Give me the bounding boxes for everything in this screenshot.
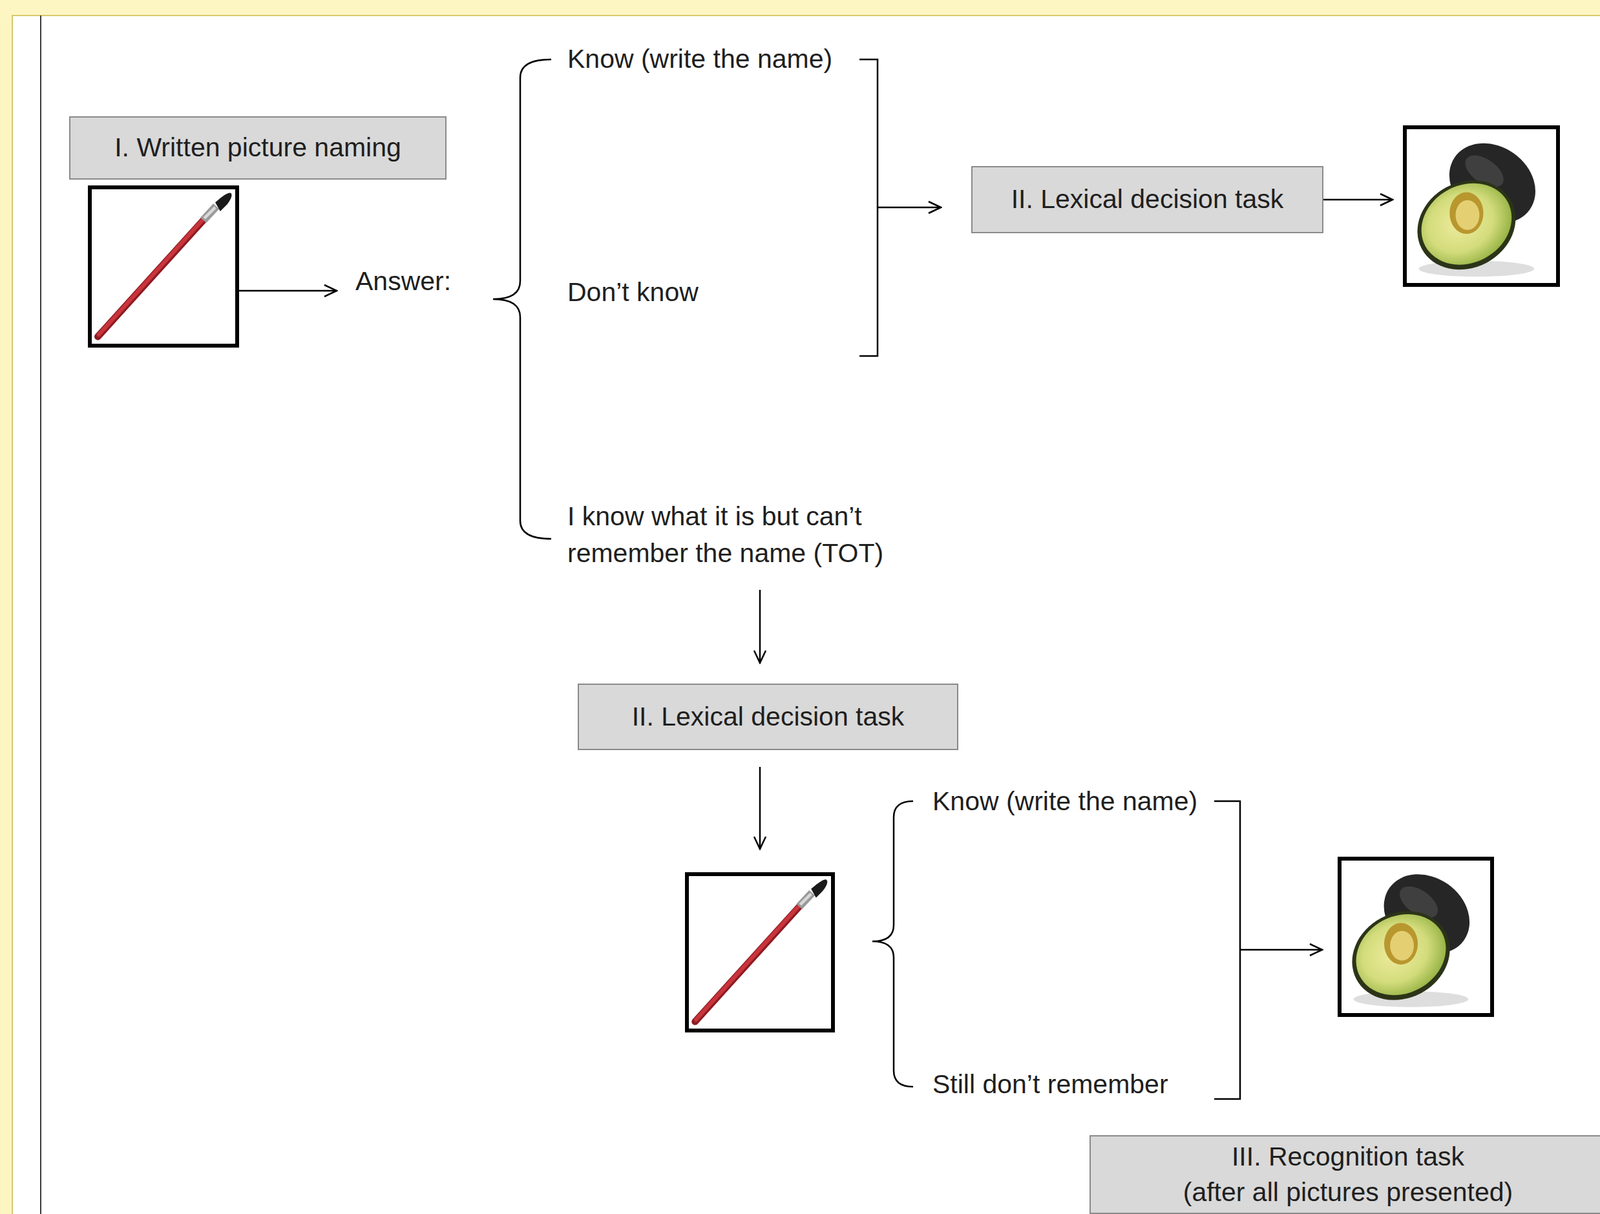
brush-picture <box>695 879 828 1022</box>
arrow <box>1240 949 1323 952</box>
brush-picture <box>97 193 232 338</box>
step-box: II. Lexical decision task <box>971 166 1324 234</box>
bracket <box>1214 801 1241 1100</box>
arrow <box>759 589 762 664</box>
response-option: Know (write the name) <box>932 785 1198 818</box>
step-title: II. Lexical decision task <box>1011 183 1285 216</box>
bracket <box>859 59 878 357</box>
brace <box>872 801 914 1087</box>
response-option: I know what it is but can’t remember the… <box>567 498 917 572</box>
response-option: Still don’t remember <box>932 1068 1169 1101</box>
arrow <box>759 767 762 850</box>
avocado-picture <box>1401 126 1551 287</box>
step-box: II. Lexical decision task <box>577 683 959 751</box>
response-option: Know (write the name) <box>567 43 833 75</box>
step-title: II. Lexical decision task <box>631 701 905 733</box>
arrow <box>1323 199 1393 201</box>
arrow <box>877 206 941 209</box>
response-option: Don’t know <box>567 276 699 309</box>
arrow <box>239 290 337 293</box>
picture-frame <box>89 187 238 346</box>
step-note: (after all pictures presented) <box>1183 1174 1513 1211</box>
step-title: I. Written picture naming <box>114 131 402 164</box>
answer-prompt: Answer: <box>355 265 452 298</box>
picture-frame <box>686 874 833 1031</box>
step-box: I. Written picture naming <box>69 116 447 180</box>
step-title: III. Recognition task <box>1231 1139 1465 1175</box>
avocado-picture <box>1336 858 1485 1018</box>
page-panel <box>12 15 1600 1214</box>
brace <box>493 59 552 539</box>
margin-line <box>40 15 42 1214</box>
step-box: III. Recognition task(after all pictures… <box>1089 1135 1600 1214</box>
